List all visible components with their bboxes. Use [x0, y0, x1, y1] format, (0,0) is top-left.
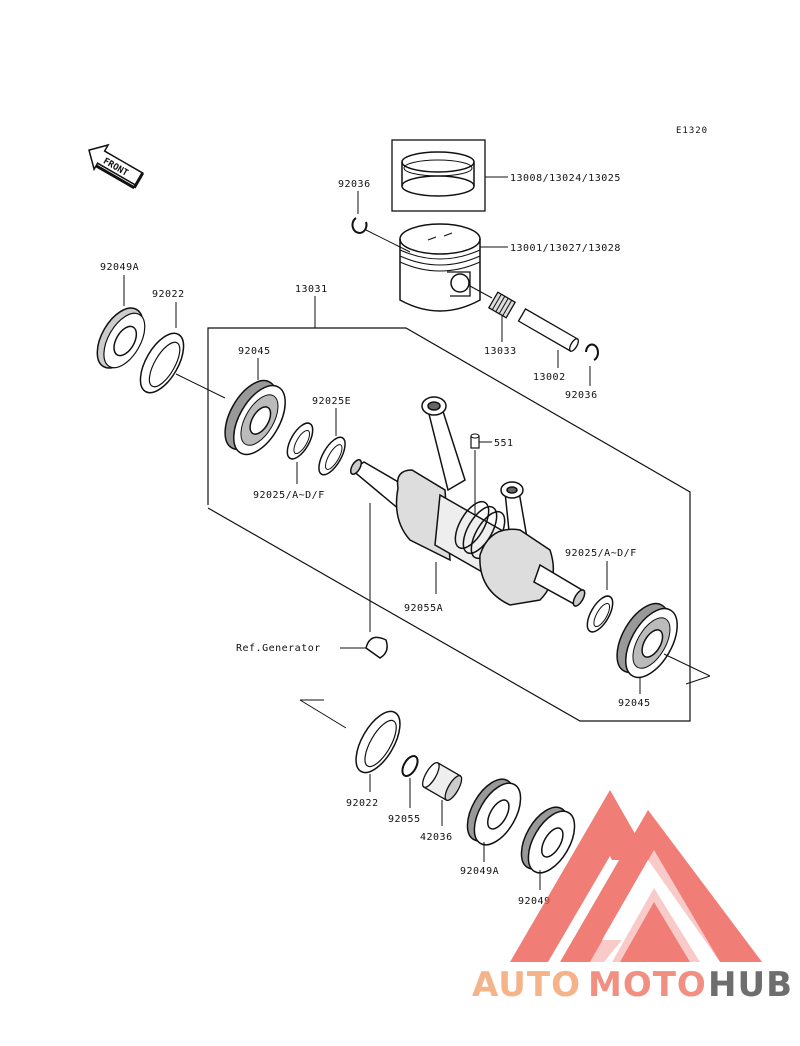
watermark-logo-icon [510, 790, 762, 962]
diagram-code: E1320 [676, 126, 708, 136]
oil-seal-bottom [520, 806, 576, 874]
label-circlip-right: 92036 [565, 390, 598, 401]
pin-551 [470, 433, 480, 449]
label-shim-left: 92025/A~D/F [253, 490, 325, 501]
shim-left-top [139, 332, 185, 394]
label-seal-left-top: 92049A [100, 262, 139, 273]
label-piston: 13001/13027/13028 [510, 243, 621, 254]
label-rings: 13008/13024/13025 [510, 173, 621, 184]
label-seal-bottom: 92049 [518, 896, 551, 907]
label-piston-pin: 13002 [533, 372, 566, 383]
label-bearing-right: 92045 [618, 698, 651, 709]
circlip-top [351, 217, 368, 234]
woodruff-key [365, 636, 388, 659]
label-bearing-left: 92045 [238, 346, 271, 357]
front-arrow-icon: FRONT [88, 143, 145, 190]
label-circlip-top: 92036 [338, 179, 371, 190]
piston-rings [391, 139, 508, 212]
svg-text:MOTO: MOTO [588, 965, 707, 1005]
label-shim-e: 92025E [312, 396, 351, 407]
bearing-left [224, 379, 286, 456]
label-oring-bottom: 92055 [388, 814, 421, 825]
shim-left [286, 422, 314, 460]
crankshaft [349, 396, 586, 607]
shim-e [318, 436, 346, 476]
circlip-right [585, 343, 599, 361]
piston [399, 223, 481, 312]
label-pin: 551 [494, 438, 514, 449]
oring-bottom [401, 755, 419, 777]
oil-seal-bottom-a [466, 778, 522, 846]
label-shim-bottom: 92022 [346, 798, 379, 809]
label-collar: 42036 [420, 832, 453, 843]
label-needle-bearing: 13033 [484, 346, 517, 357]
label-shim-right: 92025/A~D/F [565, 548, 637, 559]
shim-bottom [355, 710, 401, 774]
svg-text:AUTO: AUTO [472, 965, 581, 1005]
piston-pin [517, 308, 579, 352]
label-crankshaft-assy: 13031 [295, 284, 328, 295]
watermark-text: AUTO MOTO HUB [472, 965, 793, 1005]
oil-seal-left-top [96, 307, 146, 369]
bearing-right [616, 602, 678, 679]
collar [421, 761, 463, 802]
label-key: 92055A [404, 603, 443, 614]
label-seal-bottom-a: 92049A [460, 866, 499, 877]
label-ref-generator: Ref.Generator [236, 643, 321, 654]
shim-right [586, 595, 614, 633]
needle-bearing [487, 291, 517, 319]
svg-text:HUB: HUB [708, 965, 793, 1005]
assy-bracket [207, 327, 691, 722]
label-shim-left-top: 92022 [152, 289, 185, 300]
